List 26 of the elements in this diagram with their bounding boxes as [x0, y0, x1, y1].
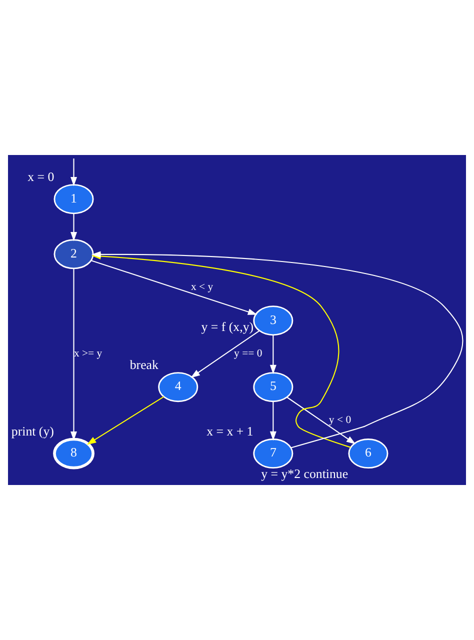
arrow	[70, 268, 78, 441]
arrow	[86, 396, 164, 445]
node-label: y = y*2 continue	[261, 467, 348, 482]
arrow	[270, 402, 276, 441]
edge-label: y < 0	[328, 414, 352, 426]
edge-label: y == 0	[234, 347, 262, 360]
node-label: x = 0	[28, 170, 54, 184]
arrow	[270, 335, 276, 374]
node-ellipse: 3	[253, 306, 294, 336]
node-ellipse: 4	[158, 372, 198, 402]
node-ellipse: 2	[54, 239, 94, 270]
node-ellipse: 1	[54, 184, 94, 214]
node-label: y = f (x,y)	[201, 320, 254, 334]
node-label: x = x + 1	[206, 424, 254, 438]
node-ellipse: 6	[348, 438, 388, 469]
arrow	[286, 396, 356, 444]
arrow	[70, 158, 78, 186]
node-ellipse: 8	[53, 438, 94, 470]
arrow	[190, 330, 260, 378]
node-ellipse: 7	[253, 438, 294, 469]
node-ellipse: 5	[253, 372, 294, 402]
arrow	[90, 260, 258, 315]
arrow	[70, 214, 78, 242]
edge-label: x < y	[190, 280, 214, 293]
node-label: print (y)	[11, 424, 54, 438]
node-label: break	[130, 358, 158, 372]
